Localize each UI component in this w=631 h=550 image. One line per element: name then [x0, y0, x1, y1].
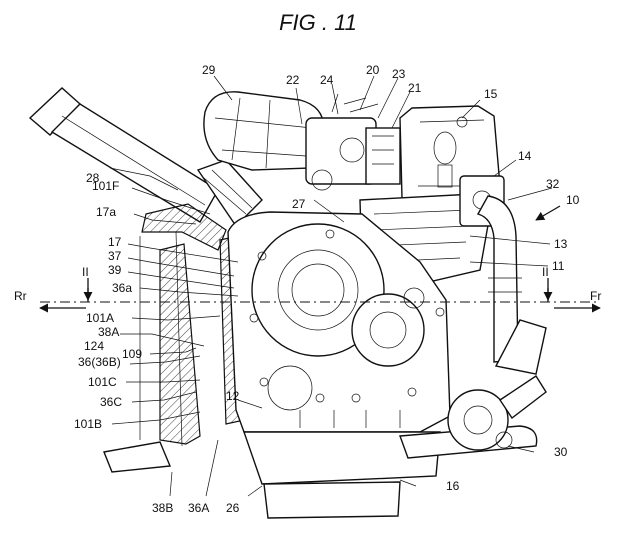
reference-labels: 29 22 24 20 23 21 15 28 14 32 10 101F 17…: [14, 63, 601, 515]
label-20: 20: [366, 63, 380, 77]
water-pipe: [399, 319, 547, 459]
label-27: 27: [292, 197, 306, 211]
rear-direction-label: Rr: [14, 289, 27, 303]
label-36C: 36C: [100, 395, 122, 409]
label-24: 24: [320, 73, 334, 87]
section-mark-right: II: [542, 265, 549, 279]
label-16: 16: [446, 479, 460, 493]
label-36A: 36A: [188, 501, 209, 515]
figure-title: FIG . 11: [279, 10, 357, 35]
label-17a: 17a: [96, 205, 116, 219]
engine-drawing: [28, 87, 601, 519]
label-101F: 101F: [92, 179, 119, 193]
frame-section: [103, 203, 245, 473]
label-23: 23: [392, 67, 406, 81]
label-29: 29: [202, 63, 216, 77]
oil-pan: [243, 431, 441, 519]
label-39: 39: [108, 263, 122, 277]
label-109: 109: [122, 347, 142, 361]
label-10: 10: [566, 193, 580, 207]
label-101C: 101C: [88, 375, 117, 389]
label-11: 11: [552, 259, 565, 273]
label-38A: 38A: [98, 325, 119, 339]
crankcase: [227, 211, 451, 433]
label-14: 14: [518, 149, 532, 163]
front-direction-label: Fr: [590, 289, 601, 303]
label-22: 22: [286, 73, 300, 87]
label-37: 37: [108, 249, 122, 263]
intake-duct: [28, 87, 263, 228]
leader-lines: [109, 75, 553, 497]
label-26: 26: [226, 501, 240, 515]
label-38B: 38B: [152, 501, 173, 515]
label-21: 21: [408, 81, 422, 95]
label-32: 32: [546, 177, 560, 191]
section-mark-left: II: [82, 265, 89, 279]
throttle-body: [305, 93, 401, 191]
label-17: 17: [108, 235, 122, 249]
label-36-36B: 36(36B): [78, 355, 121, 369]
label-36a: 36a: [112, 281, 132, 295]
label-124: 124: [84, 339, 104, 353]
label-28: 28: [86, 171, 100, 185]
label-30: 30: [554, 445, 568, 459]
label-15: 15: [484, 87, 498, 101]
exhaust-pipe: [476, 195, 522, 363]
label-101A: 101A: [86, 311, 114, 325]
label-13: 13: [554, 237, 568, 251]
label-12: 12: [226, 389, 240, 403]
label-101B: 101B: [74, 417, 102, 431]
